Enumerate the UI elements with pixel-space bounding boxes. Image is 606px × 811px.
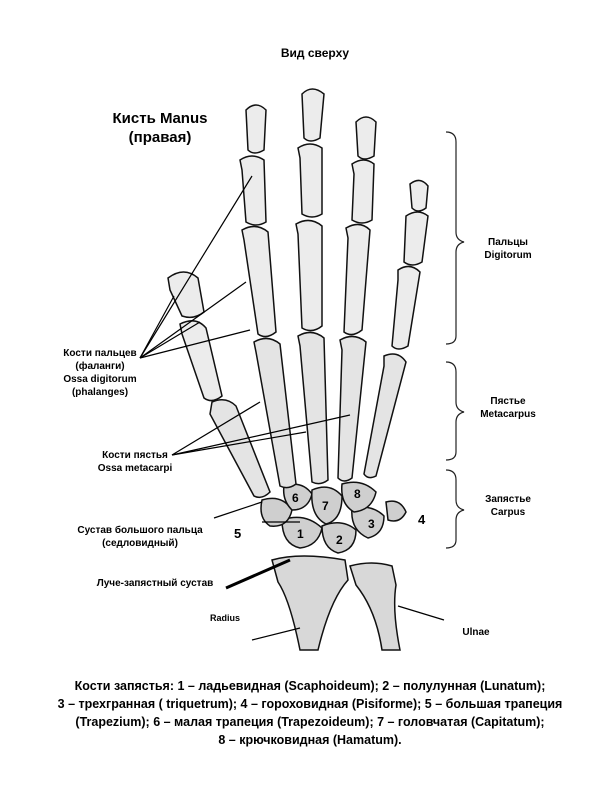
phalanx-middle-distal (301, 88, 325, 142)
caption-line1: Кости запястья: 1 – ладьевидная (Scaphoi… (74, 679, 546, 693)
label-thumb-joint-line2: (седловидный) (102, 538, 178, 549)
bone-number-5: 5 (234, 526, 241, 541)
metacarpal-bones (209, 331, 407, 499)
phalanx-ring-middle (351, 159, 375, 224)
label-fingers-ru: Пальцы (488, 237, 528, 248)
label-phalanges-line2: (фаланги) (75, 361, 125, 372)
phalanx-index-middle (239, 155, 267, 226)
label-fingers-lat: Digitorum (484, 250, 532, 261)
phalanges (167, 88, 429, 402)
view-title: Вид сверху (280, 46, 350, 60)
bone-number-6: 6 (292, 491, 299, 505)
label-carpus-lat: Carpus (490, 507, 526, 518)
metacarpal-ring (337, 335, 367, 482)
label-phalanges-line3: Ossa digitorum (63, 374, 137, 385)
main-title-line1: Кисть Manus (112, 110, 208, 127)
phalanx-index-distal (245, 104, 267, 154)
bone-number-7: 7 (322, 499, 329, 513)
label-metacarpals: Кости пястья Ossa metacarpi (85, 449, 185, 475)
carpal-bones (260, 481, 407, 554)
forearm-bones (271, 555, 401, 651)
carpal-triquetrum (351, 506, 385, 539)
carpal-trapezium (260, 497, 293, 527)
ulna-bone (349, 562, 401, 651)
carpal-scaphoid (281, 516, 323, 549)
phalanx-little-proximal (391, 265, 421, 350)
label-metacarpus: Пястье Metacarpus (468, 395, 548, 421)
carpal-capitate (311, 486, 343, 525)
metacarpal-little (363, 353, 407, 479)
caption-line4: 8 – крючковидная (Hamatum). (218, 733, 402, 747)
metacarpal-index (253, 337, 297, 489)
metacarpal-thumb (209, 399, 271, 499)
metacarpal-middle (297, 331, 329, 485)
main-title: Кисть Manus (правая) (90, 109, 230, 147)
bone-number-8: 8 (354, 487, 361, 501)
bone-number-2: 2 (336, 533, 343, 547)
label-thumb-joint-line1: Сустав большого пальца (77, 525, 203, 536)
label-phalanges-line1: Кости пальцев (63, 348, 137, 359)
label-metacarpus-ru: Пястье (490, 396, 526, 407)
phalanx-ring-distal (355, 116, 377, 160)
label-radiocarpal-joint: Луче-запястный сустав (96, 578, 214, 589)
label-fingers: Пальцы Digitorum (468, 236, 548, 262)
label-radius: Radius (209, 613, 240, 623)
label-carpus-ru: Запястье (485, 494, 531, 505)
label-carpus: Запястье Carpus (468, 493, 548, 519)
carpal-pisiform (385, 500, 407, 522)
carpal-hamate (341, 481, 377, 513)
label-metacarpus-lat: Metacarpus (480, 409, 536, 420)
brace-metacarpus (445, 361, 465, 461)
radius-bone (271, 555, 349, 651)
phalanx-little-middle (403, 211, 429, 266)
label-metacarpals-ru: Кости пястья (102, 450, 168, 461)
figure-caption: Кости запястья: 1 – ладьевидная (Scaphoi… (40, 677, 580, 749)
carpal-trapezoid (282, 483, 313, 511)
brace-fingers (445, 131, 465, 345)
phalanx-ring-proximal (343, 223, 371, 336)
label-thumb-joint: Сустав большого пальца (седловидный) (70, 524, 210, 550)
label-metacarpals-lat: Ossa metacarpi (97, 463, 173, 474)
phalanx-thumb-proximal (179, 320, 223, 402)
label-phalanges: Кости пальцев (фаланги) Ossa digitorum (… (45, 347, 155, 399)
phalanx-thumb-distal (167, 271, 205, 319)
carpal-lunate (321, 522, 357, 554)
caption-line3: (Trapezium); 6 – малая трапеция (Trapezo… (75, 715, 545, 729)
phalanx-little-distal (409, 179, 429, 212)
region-braces (445, 131, 465, 549)
bone-number-1: 1 (297, 527, 304, 541)
bone-number-4: 4 (418, 512, 426, 527)
phalanx-middle-middle (297, 143, 323, 218)
carpal-number-labels: 1 2 3 4 5 6 7 8 (234, 487, 426, 547)
brace-carpus (445, 469, 465, 549)
phalanx-index-proximal (241, 225, 277, 338)
phalanx-middle-proximal (295, 219, 323, 332)
caption-line2: 3 – трехгранная ( triquetrum); 4 – горох… (57, 697, 563, 711)
bone-number-3: 3 (368, 517, 375, 531)
label-phalanges-line4: (phalanges) (71, 387, 129, 398)
label-ulna: Ulnae (462, 627, 490, 638)
pointer-lines (139, 175, 445, 641)
main-title-line2: (правая) (128, 129, 192, 146)
